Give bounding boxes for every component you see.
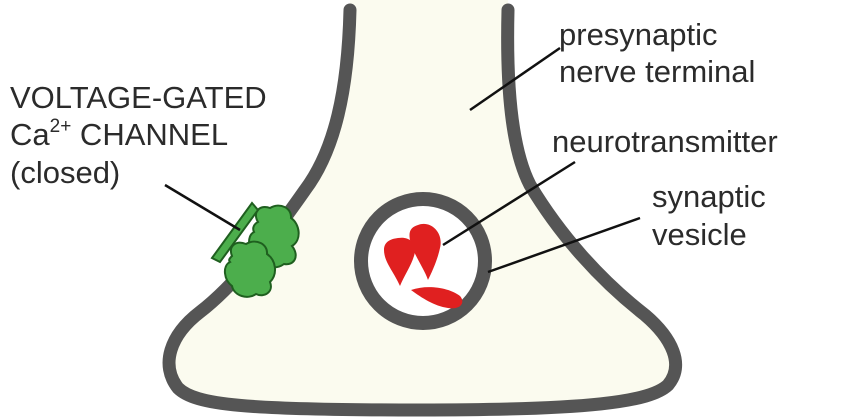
label-neurotransmitter: neurotransmitter: [552, 124, 778, 159]
label-presynaptic-line2: nerve terminal: [559, 54, 755, 89]
label-channel-ca: Ca: [10, 117, 50, 152]
channel-subunit-lower: [225, 242, 275, 297]
label-channel-line3: (closed): [10, 155, 120, 190]
label-vesicle-line1: synaptic: [652, 179, 766, 214]
label-channel-line1: VOLTAGE-GATED: [10, 80, 267, 115]
label-channel-line2: Ca2+ CHANNEL: [10, 116, 228, 152]
label-channel-charge: 2+: [50, 116, 72, 137]
label-presynaptic-line1: presynaptic: [559, 17, 718, 52]
leader-line-channel: [165, 185, 240, 230]
label-channel-word: CHANNEL: [71, 117, 228, 152]
label-vesicle-line2: vesicle: [652, 217, 747, 252]
